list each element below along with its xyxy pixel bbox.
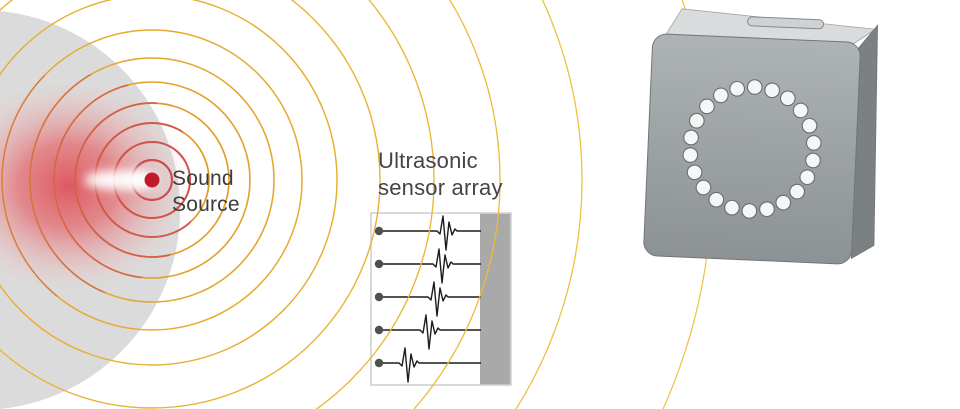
mic-hole xyxy=(805,152,821,169)
device-top-slot xyxy=(747,16,825,30)
sensor-node-dot xyxy=(374,325,384,335)
mic-hole xyxy=(688,112,705,129)
sensor-node-dot xyxy=(374,292,384,302)
mic-hole xyxy=(729,80,746,97)
mic-hole xyxy=(799,169,816,186)
mic-hole xyxy=(775,194,792,211)
red-wave-circle xyxy=(1,73,198,297)
mic-hole xyxy=(789,183,805,200)
mic-hole xyxy=(792,102,809,119)
mic-hole xyxy=(805,135,822,151)
mic-hole xyxy=(779,90,796,107)
sensor-trace xyxy=(376,314,481,350)
wave-circle xyxy=(1,29,303,331)
mic-hole xyxy=(724,199,740,216)
mic-hole-ring xyxy=(682,79,822,219)
sensor-array-bar xyxy=(480,213,511,385)
wave-circle xyxy=(315,0,435,409)
sensor-array-line1: Ultrasonic xyxy=(378,148,478,173)
mic-hole xyxy=(695,179,712,196)
sensor-node-dot xyxy=(374,259,384,269)
sensor-array-label: Ultrasonic sensor array xyxy=(378,148,503,202)
device-front-face xyxy=(643,33,861,265)
wave-circle xyxy=(0,0,381,409)
mic-hole xyxy=(682,147,699,163)
sound-source-label: Sound Source xyxy=(172,166,240,217)
mic-hole xyxy=(699,98,715,115)
mic-hole xyxy=(801,117,818,134)
sensor-trace xyxy=(376,215,481,251)
mic-hole xyxy=(686,164,703,181)
sound-source-line1: Sound xyxy=(172,167,234,190)
wave-circle xyxy=(0,0,338,366)
mic-hole xyxy=(683,129,699,146)
mic-hole xyxy=(713,87,729,104)
sensor-traces xyxy=(374,215,481,383)
sound-source-line2: Source xyxy=(172,192,240,216)
sound-source-dot xyxy=(144,172,160,188)
sensor-array-line2: sensor array xyxy=(378,174,503,200)
sensor-node-dot xyxy=(374,358,384,368)
mic-hole xyxy=(759,201,775,218)
red-wave-circle xyxy=(29,73,198,297)
red-wave-circle xyxy=(74,102,198,258)
sensor-trace xyxy=(376,248,481,284)
mic-hole xyxy=(764,82,780,99)
wave-circle xyxy=(413,0,501,409)
sensor-trace xyxy=(376,281,481,317)
mic-hole xyxy=(746,79,763,95)
sensor-array-box xyxy=(370,212,512,386)
sensor-device xyxy=(643,8,878,265)
mic-hole xyxy=(708,191,725,208)
sensor-node-dot xyxy=(374,226,384,236)
wave-circle xyxy=(515,0,583,409)
sensor-trace xyxy=(376,347,481,383)
mic-hole xyxy=(741,203,758,219)
